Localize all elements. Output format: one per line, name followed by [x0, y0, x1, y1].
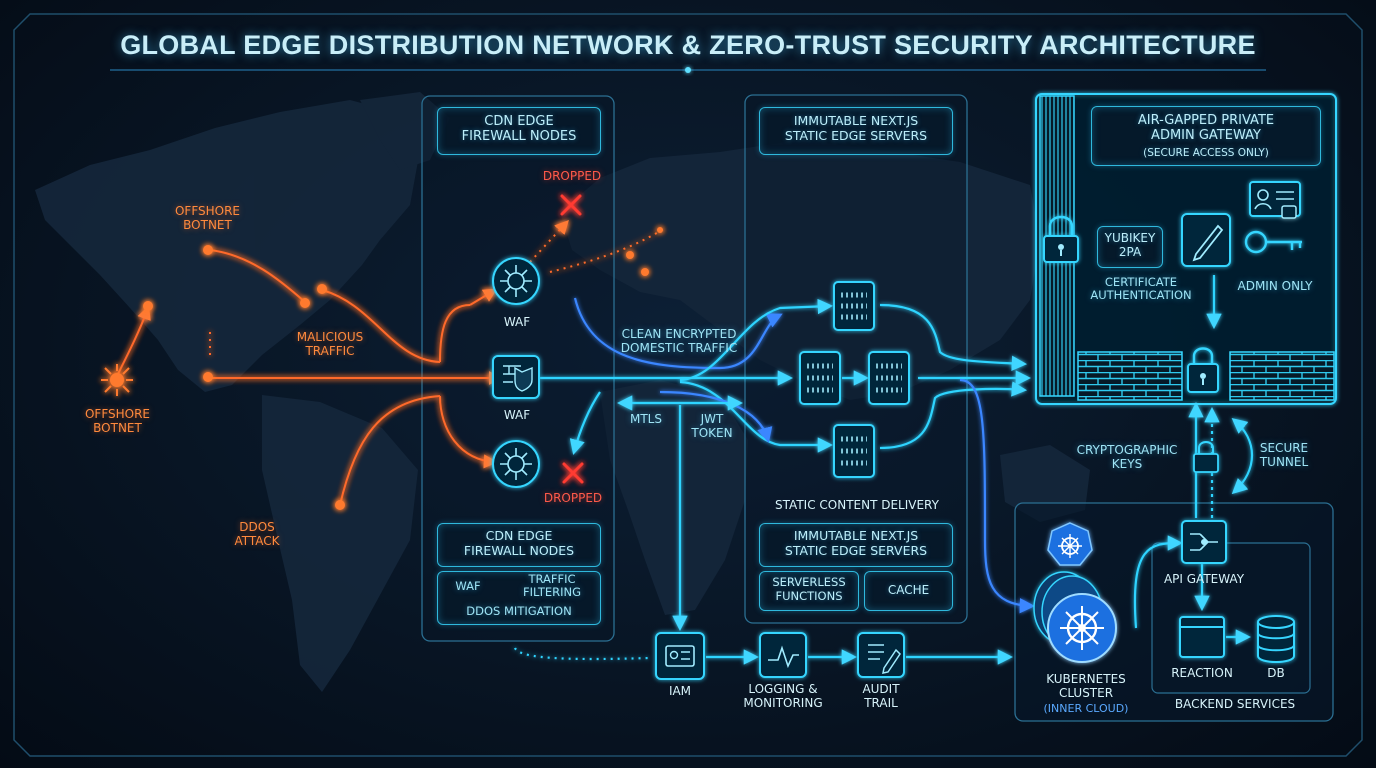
kubernetes-cluster-icon [1033, 571, 1117, 663]
reaction-label: REACTION [1171, 666, 1233, 680]
map-north-america [35, 100, 420, 392]
feature-waf: WAF [455, 579, 481, 593]
dropped-label-top: DROPPED [542, 169, 602, 183]
waf-shield-icon [492, 355, 540, 399]
map-greenland [360, 92, 450, 170]
monitoring-chart-icon [759, 632, 807, 678]
backend-services-label: BACKEND SERVICES [1174, 697, 1296, 711]
audit-trail-icon [857, 632, 905, 678]
threat-node [203, 245, 213, 255]
inner-cloud-label: (INNER CLOUD) [1043, 702, 1129, 715]
dropped-label-bottom: DROPPED [543, 491, 603, 505]
mtls-label: MTLS [630, 412, 662, 426]
server-icon [799, 351, 841, 405]
threat-nodes [143, 227, 663, 510]
threat-node [143, 301, 153, 311]
reaction-window-icon [1179, 616, 1225, 658]
server-icons [799, 281, 910, 478]
cache-box: CACHE [864, 571, 953, 611]
api-gateway-label: API GATEWAY [1163, 572, 1245, 586]
server-icon [833, 424, 875, 478]
botnet-icon [101, 364, 133, 396]
world-map [35, 92, 1090, 692]
gateway-lock-icon [1187, 347, 1219, 393]
threat-node [203, 372, 213, 382]
waf-node-icon [492, 257, 540, 305]
clean-flows [513, 275, 1254, 665]
threat-flows [114, 249, 503, 506]
threat-node [641, 268, 649, 276]
threat-node [626, 251, 634, 259]
iam-badge-icon [655, 632, 705, 680]
threat-node [335, 500, 345, 510]
waf-node-icon [492, 440, 540, 488]
map-africa [600, 380, 748, 615]
waf-label-1: WAF [503, 315, 531, 329]
page-title: GLOBAL EDGE DISTRIBUTION NETWORK & ZERO-… [120, 30, 1256, 60]
threat-node [317, 284, 327, 294]
db-label: DB [1267, 666, 1285, 680]
dropped-x-icon [560, 194, 584, 484]
map-south-america [262, 395, 418, 692]
iam-label: IAM [668, 684, 692, 698]
key-icon [1244, 230, 1302, 254]
drop-trails [209, 219, 666, 358]
threat-node [657, 227, 663, 233]
outer-frame [13, 13, 1363, 757]
waf-label-2: WAF [503, 408, 531, 422]
admin-only-label: ADMIN ONLY [1237, 279, 1313, 293]
id-card-icon [1249, 181, 1301, 219]
api-gateway-icon [1181, 520, 1227, 564]
tunnel-lock-icon [1193, 441, 1219, 473]
kubernetes-badge-icon [1047, 522, 1093, 566]
server-icon [833, 281, 875, 331]
database-icon [1257, 615, 1295, 663]
map-europe-asia [560, 140, 1040, 400]
yubikey-pen-icon [1181, 213, 1231, 267]
padlock-icon [1043, 215, 1079, 263]
threat-node [300, 298, 310, 308]
admin-sub-label: (SECURE ACCESS ONLY) [1143, 147, 1269, 159]
static-delivery-label: STATIC CONTENT DELIVERY [775, 498, 939, 512]
firewall-wall-left [1077, 351, 1183, 401]
firewall-wall-right [1229, 351, 1335, 401]
logging-monitoring-label: LOGGING &MONITORING [743, 682, 823, 710]
server-icon [868, 351, 910, 405]
threat-label-ddos: DDoSATTACK [234, 520, 280, 548]
feature-ddos: DDoS MITIGATION [466, 604, 572, 618]
